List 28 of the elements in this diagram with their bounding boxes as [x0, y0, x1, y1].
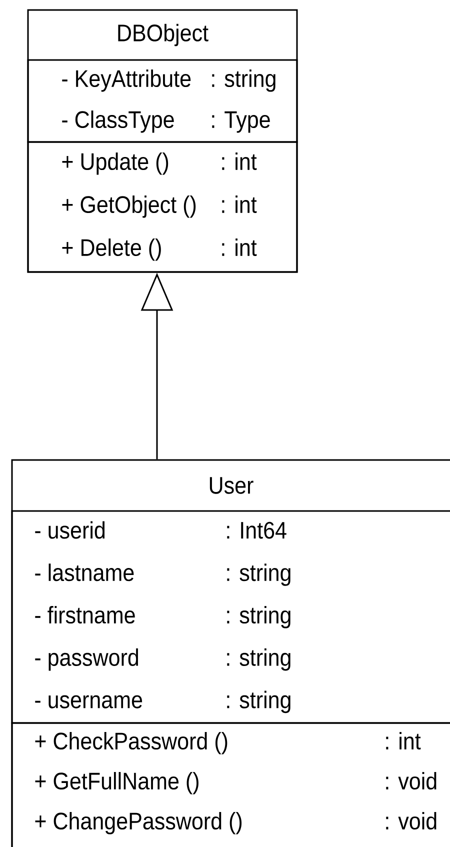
method-name: + GetFullName () [35, 772, 198, 794]
attribute-type: : string [227, 564, 290, 586]
method-type: : int [222, 196, 257, 213]
method-name: + Update () [62, 152, 168, 175]
attribute-type: : Type [212, 111, 270, 133]
attribute-name: - userid [35, 521, 105, 539]
class-name: DBObject [118, 24, 208, 46]
method-type: : void [386, 812, 436, 830]
attribute-name: - username [35, 695, 142, 708]
method-type: : int [222, 152, 257, 170]
attribute-name: - ClassType [62, 110, 174, 133]
method-name: + ChangePassword () [35, 812, 242, 834]
method-name: + GetObject () [62, 196, 196, 218]
attribute-name: - KeyAttribute [62, 70, 191, 92]
class-name: User [210, 477, 254, 494]
attribute-name: - firstname [35, 606, 135, 624]
attribute-name: - lastname [35, 564, 134, 582]
attribute-type: : Int64 [227, 522, 286, 539]
attribute-type: : string [227, 648, 290, 671]
attribute-name: - password [35, 648, 138, 671]
attribute-type: : string [227, 690, 290, 714]
attribute-type: : string [227, 606, 290, 628]
method-type: : void [386, 772, 436, 790]
method-name: + CheckPassword () [35, 732, 228, 754]
attribute-type: : string [212, 70, 276, 92]
method-type: : int [386, 732, 421, 750]
method-name: + Delete () [62, 238, 161, 261]
method-type: : int [222, 238, 257, 256]
